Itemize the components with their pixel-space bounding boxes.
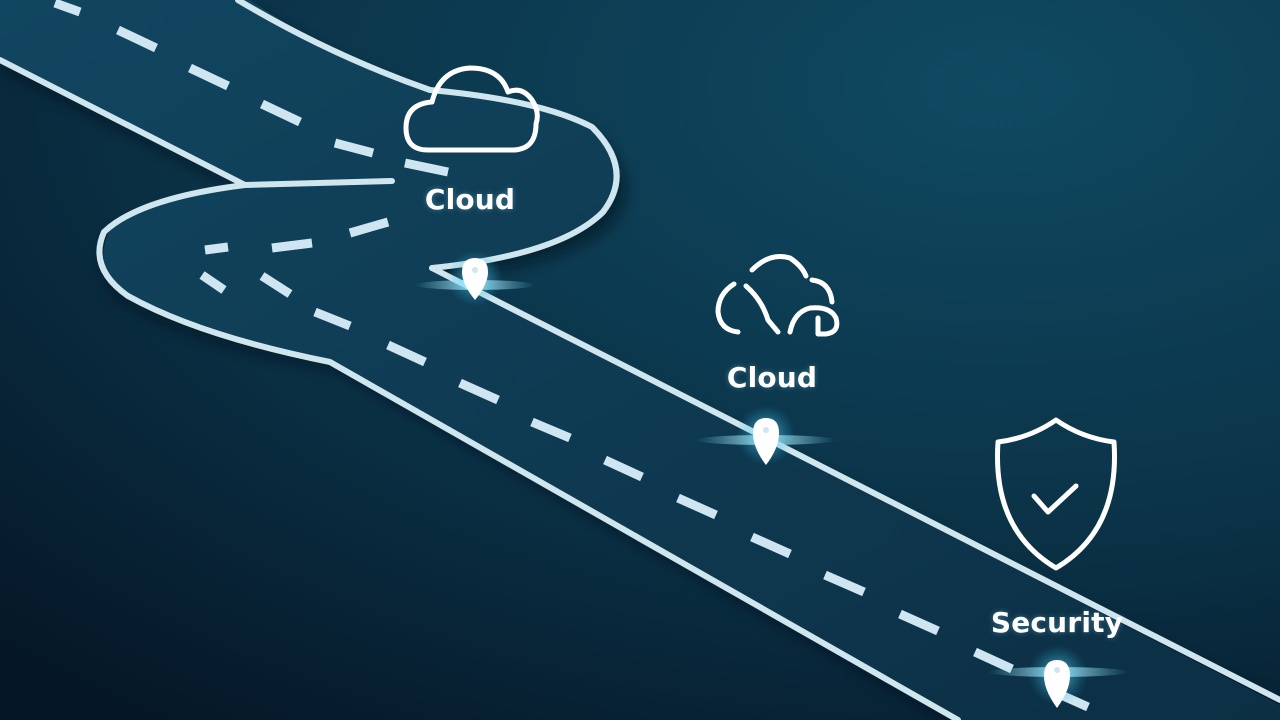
- cloud-icon: [403, 65, 540, 153]
- location-pin-3: [988, 645, 1128, 708]
- milestone-label-cloud-2: Cloud: [726, 361, 818, 394]
- center-dashes: [53, 0, 1090, 712]
- cloud-split-icon: [715, 254, 840, 337]
- shield-check-icon: [994, 417, 1118, 571]
- location-pin-2: [696, 405, 836, 465]
- milestone-label-security: Security: [990, 606, 1124, 639]
- location-pin-1: [415, 250, 535, 306]
- milestone-label-cloud-1: Cloud: [424, 183, 516, 216]
